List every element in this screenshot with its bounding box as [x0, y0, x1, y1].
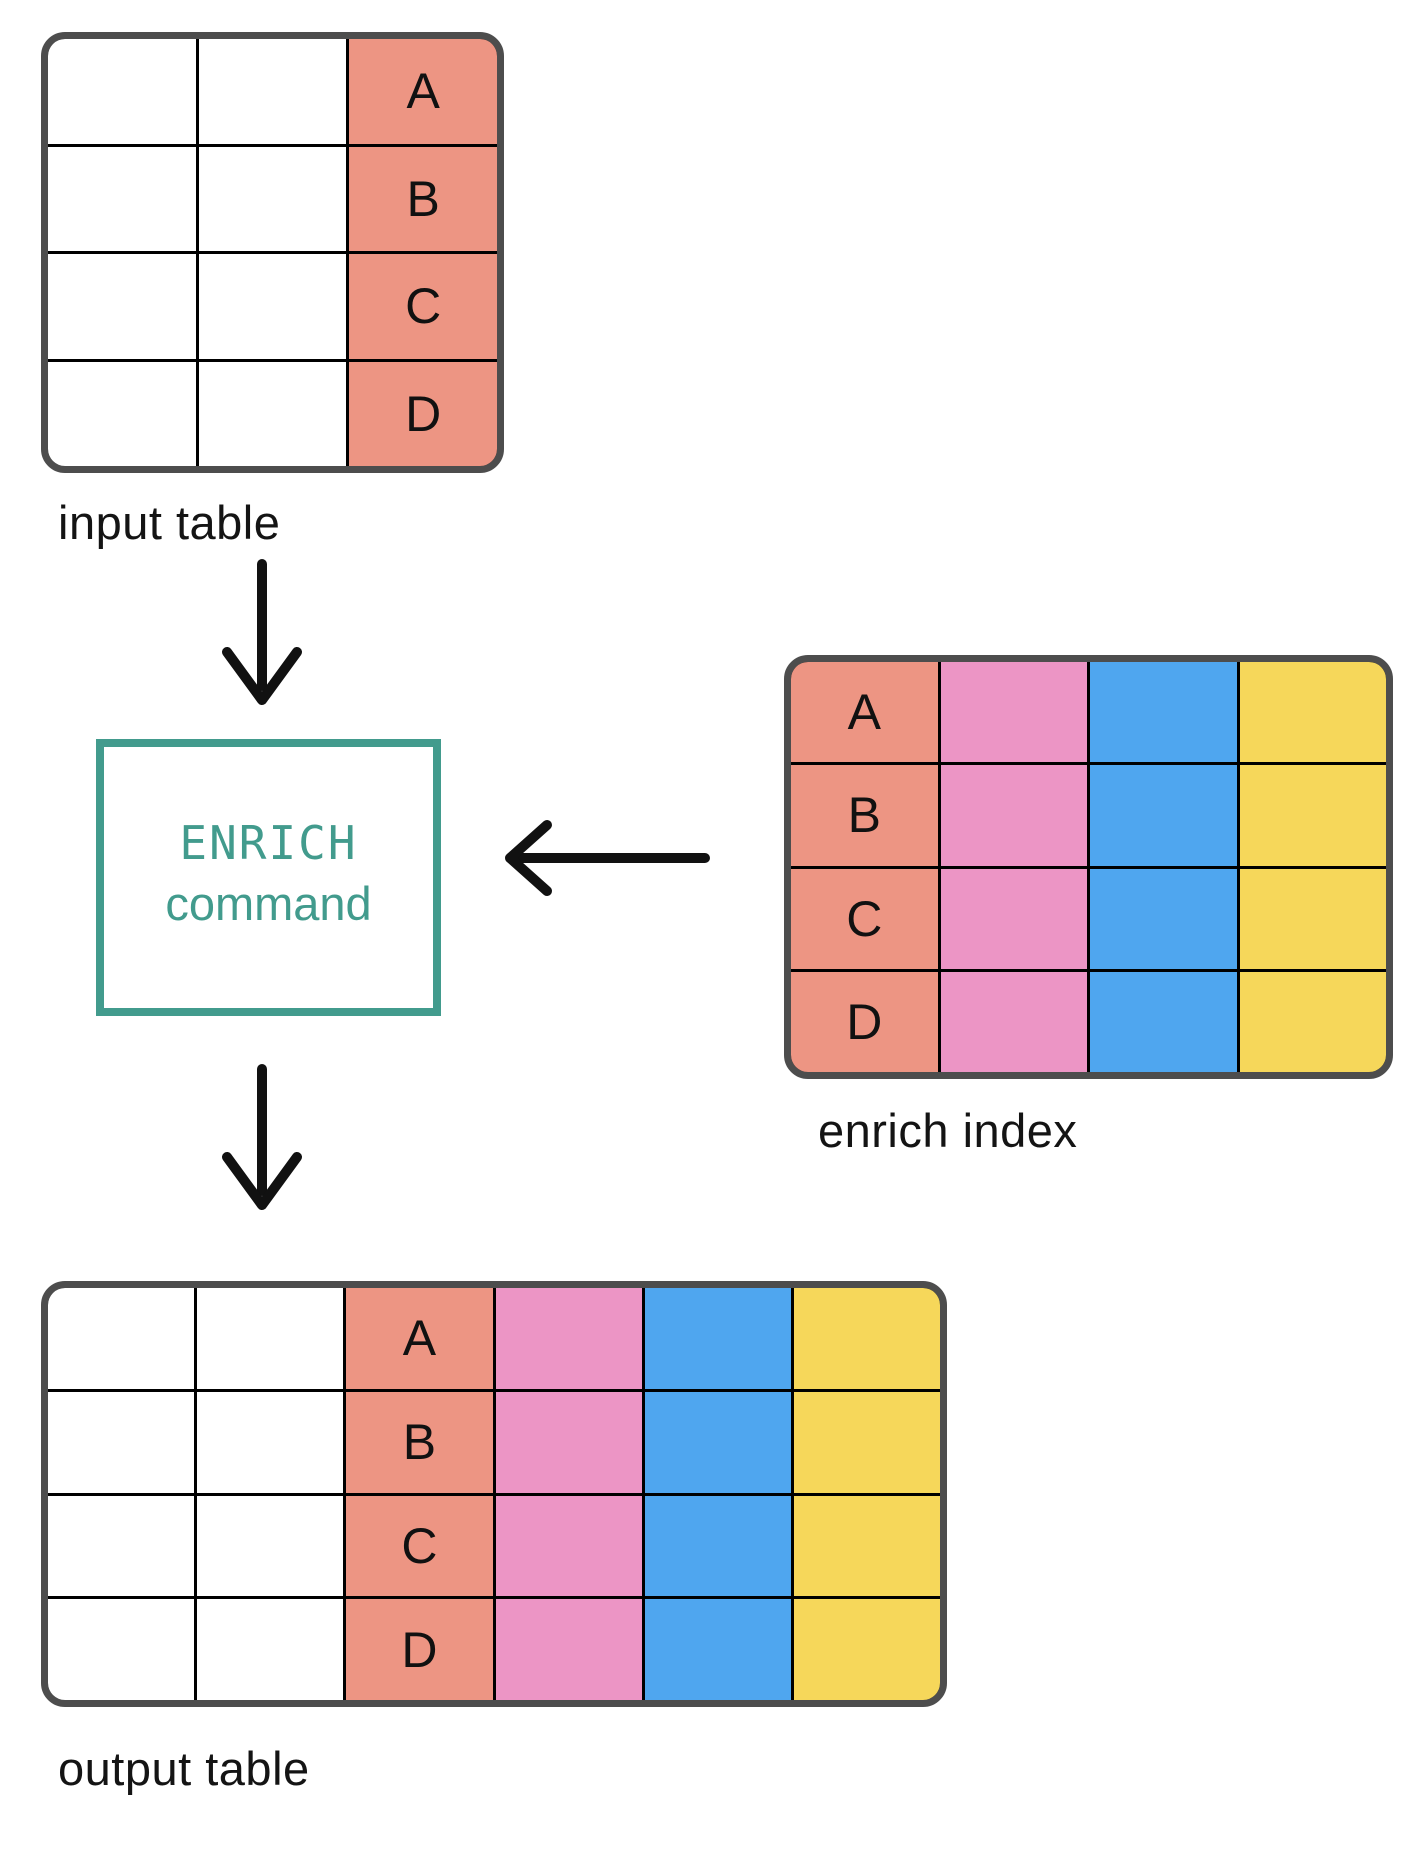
- table-cell: [644, 1495, 791, 1597]
- table-cell: [197, 1495, 344, 1597]
- table-cell: [940, 971, 1087, 1072]
- key-cell: B: [346, 1391, 493, 1493]
- table-cell: [644, 1391, 791, 1493]
- output-table: A B C D: [41, 1281, 947, 1707]
- key-label: A: [847, 684, 881, 741]
- table-cell: [48, 146, 196, 251]
- table-cell: [1090, 971, 1237, 1072]
- key-label: D: [405, 385, 442, 442]
- key-label: A: [402, 1310, 437, 1367]
- table-cell: [48, 254, 196, 359]
- key-label: A: [406, 63, 440, 120]
- key-cell: A: [349, 39, 497, 144]
- table-cell: [793, 1495, 940, 1597]
- key-cell: A: [346, 1288, 493, 1389]
- down-arrow-icon: [222, 1064, 302, 1210]
- key-cell: C: [349, 254, 497, 359]
- left-arrow-icon: [505, 820, 710, 896]
- key-label: B: [847, 787, 881, 844]
- enrich-command-name: ENRICH: [179, 815, 358, 870]
- down-arrow-icon: [222, 559, 302, 705]
- enrich-command-box: ENRICH command: [96, 739, 441, 1016]
- enrich-index-table-grid: A B C D: [791, 662, 1386, 1072]
- input-table-label: input table: [58, 496, 281, 549]
- key-cell: A: [791, 662, 938, 763]
- table-cell: [198, 39, 347, 144]
- key-cell: C: [346, 1495, 493, 1597]
- table-cell: [197, 1599, 344, 1700]
- table-cell: [940, 662, 1087, 763]
- key-label: C: [401, 1517, 438, 1574]
- key-label: C: [846, 890, 883, 947]
- table-cell: [197, 1288, 344, 1389]
- table-cell: [48, 1495, 195, 1597]
- table-cell: [793, 1391, 940, 1493]
- table-cell: [48, 1391, 195, 1493]
- table-cell: [1090, 662, 1237, 763]
- table-cell: [793, 1288, 940, 1389]
- table-cell: [48, 39, 196, 144]
- table-cell: [644, 1288, 791, 1389]
- key-cell: C: [791, 868, 938, 969]
- input-table-grid: A B C D: [48, 39, 497, 466]
- table-cell: [1090, 765, 1237, 866]
- key-cell: D: [349, 361, 497, 466]
- table-cell: [1239, 765, 1386, 866]
- output-table-label: output table: [58, 1742, 310, 1795]
- key-cell: B: [349, 146, 497, 251]
- output-table-grid: A B C D: [48, 1288, 940, 1700]
- table-cell: [198, 146, 347, 251]
- key-label: C: [405, 278, 442, 335]
- table-cell: [197, 1391, 344, 1493]
- table-cell: [198, 361, 347, 466]
- table-cell: [1239, 971, 1386, 1072]
- table-cell: [48, 361, 196, 466]
- key-cell: B: [791, 765, 938, 866]
- enrich-index-table: A B C D: [784, 655, 1393, 1079]
- table-cell: [940, 868, 1087, 969]
- key-cell: D: [791, 971, 938, 1072]
- key-label: D: [401, 1621, 438, 1678]
- table-cell: [495, 1391, 642, 1493]
- key-label: B: [406, 170, 440, 227]
- table-cell: [940, 765, 1087, 866]
- table-cell: [48, 1288, 195, 1389]
- table-cell: [495, 1599, 642, 1700]
- table-cell: [495, 1495, 642, 1597]
- table-cell: [1239, 662, 1386, 763]
- table-cell: [495, 1288, 642, 1389]
- table-cell: [644, 1599, 791, 1700]
- key-label: D: [846, 993, 883, 1050]
- key-cell: D: [346, 1599, 493, 1700]
- table-cell: [48, 1599, 195, 1700]
- table-cell: [198, 254, 347, 359]
- table-cell: [1239, 868, 1386, 969]
- input-table: A B C D: [41, 32, 504, 473]
- enrich-command-word: command: [165, 876, 372, 930]
- enrich-index-label: enrich index: [818, 1104, 1078, 1157]
- key-label: B: [402, 1414, 437, 1471]
- table-cell: [793, 1599, 940, 1700]
- table-cell: [1090, 868, 1237, 969]
